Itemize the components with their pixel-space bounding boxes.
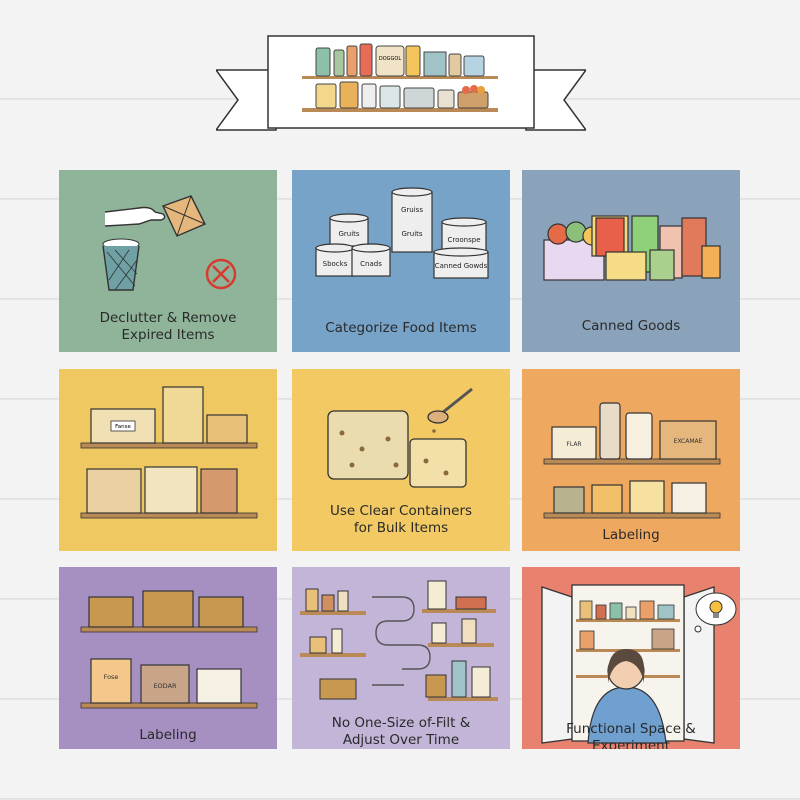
person-avatar (587, 649, 667, 744)
no-entry-icon (205, 258, 237, 290)
tile-categorize: Gruits Gruiss Gruits Croonspe Sbocks Cna… (292, 170, 510, 352)
cans-icon (315, 187, 489, 279)
trash-bin-icon (102, 238, 140, 291)
tile-canned-goods: Canned Goods (522, 170, 740, 352)
pantry-banner: DOGGOL (214, 30, 588, 142)
can-label: Cnads (360, 260, 382, 268)
can-label: Canned Gowds (435, 262, 488, 270)
container-label: FLAR (566, 441, 581, 448)
jar-label: Fanse (115, 424, 131, 430)
lightbulb-idea-icon (694, 592, 737, 633)
tile-caption: Categorize Food Items (325, 320, 477, 336)
flow-arrows-icon (372, 596, 431, 686)
can-label: Gruits (338, 230, 359, 238)
container-label: Fose (104, 673, 119, 681)
can-label: Gruiss (401, 206, 423, 214)
tile-caption: Functional Space & Experiment (566, 721, 696, 749)
box-icon (162, 195, 206, 237)
tile-caption: No One-Size of-Filt &Adjust Over Time (331, 715, 471, 748)
tile-labeling-orange: FLAR EXCAMAE Labeling (522, 369, 740, 551)
can-label: Gruits (401, 230, 422, 238)
banner-jar-label: DOGGOL (379, 56, 401, 62)
tile-adjust-over-time: No One-Size of-Filt &Adjust Over Time (292, 567, 510, 749)
container-label: EXCAMAE (674, 438, 703, 445)
tile-caption: Labeling (139, 727, 197, 743)
container-label: EODAR (153, 682, 177, 690)
can-label: Sbocks (323, 260, 348, 268)
tile-labeling-purple: Fose EODAR Labeling (59, 567, 277, 749)
hand-icon (104, 206, 166, 227)
tile-caption: Labeling (602, 527, 660, 543)
tile-containers-shelves: Fanse (59, 369, 277, 551)
tile-caption: Canned Goods (581, 318, 681, 334)
tile-functional-space: Functional Space & Experiment (522, 567, 740, 749)
can-label: Croonspe (447, 236, 480, 244)
groceries-icon (543, 215, 721, 281)
